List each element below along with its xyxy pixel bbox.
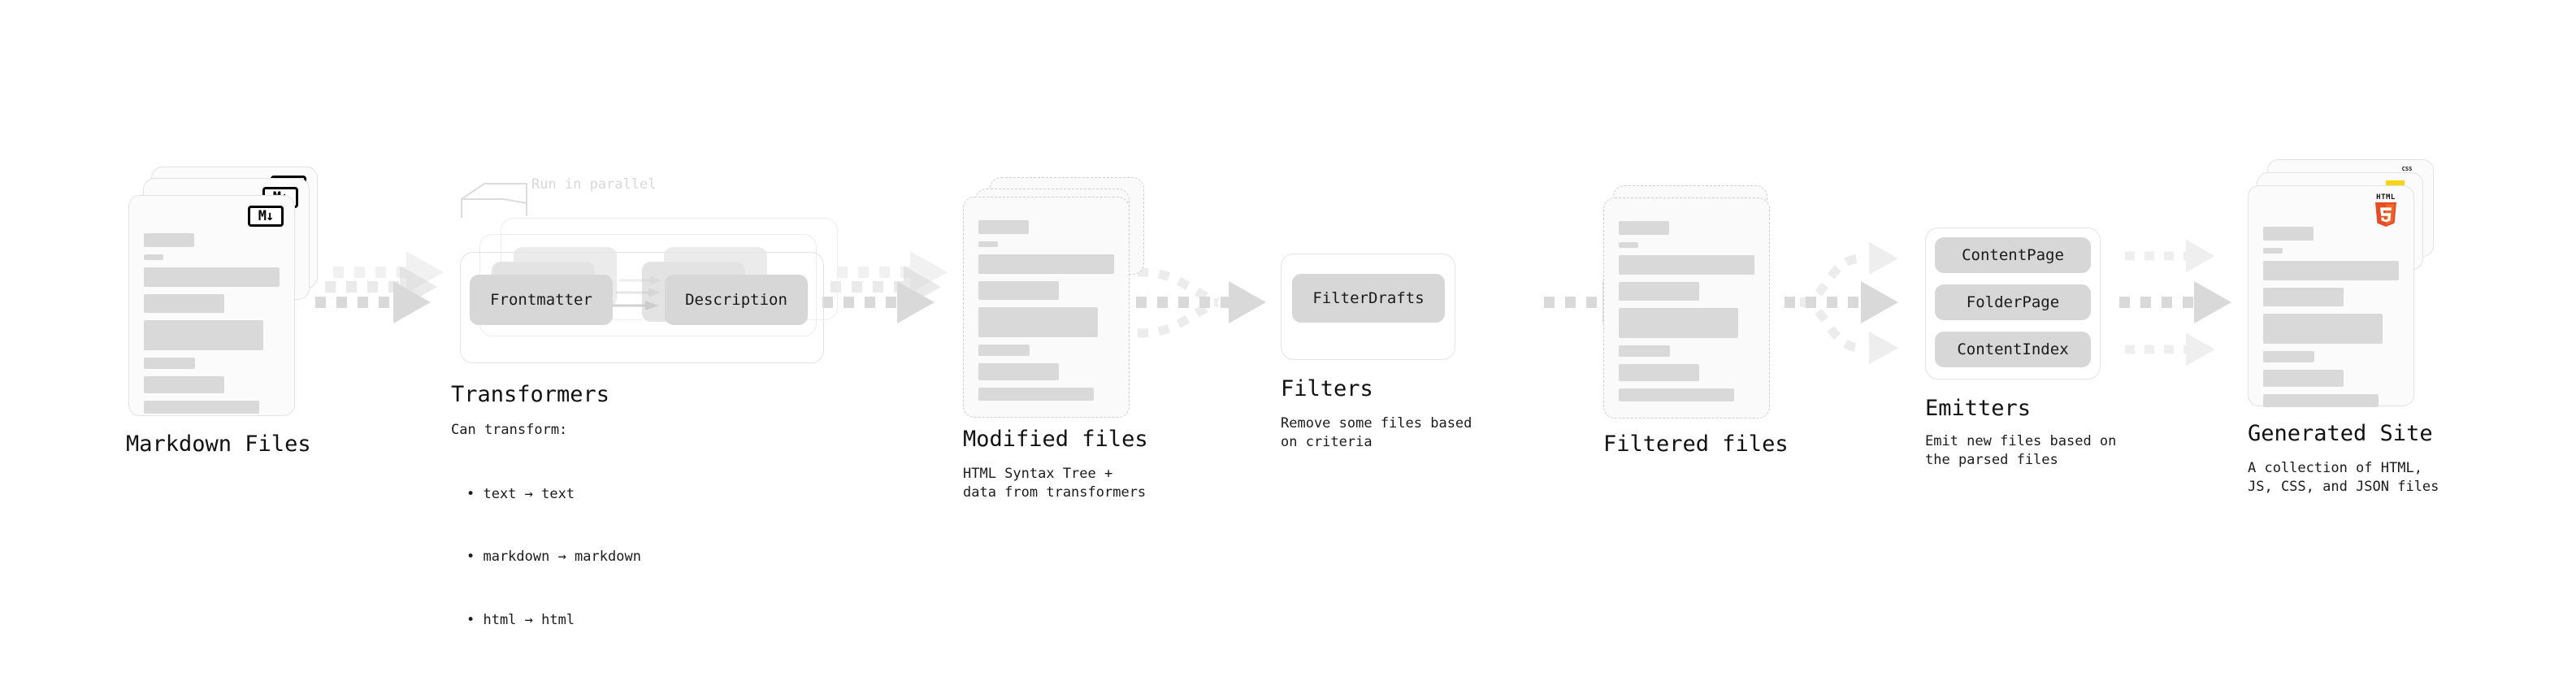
stage-title-transformers: Transformers — [451, 382, 610, 407]
stage-subtitle-generated-site: A collection of HTML, JS, CSS, and JSON … — [2248, 460, 2439, 496]
emitter-chip-folderpage[interactable]: FolderPage — [1935, 284, 2091, 320]
skeleton-bar — [2263, 227, 2314, 241]
modified-card-front — [963, 197, 1130, 418]
skeleton-bar — [1619, 255, 1754, 275]
skeleton-bar — [144, 254, 163, 260]
skeleton-bar — [1619, 282, 1699, 301]
skeleton-bars — [144, 233, 280, 421]
transformer-chip-description[interactable]: Description — [665, 275, 808, 325]
skeleton-bar — [1619, 345, 1671, 357]
arrow-filtered-to-emitters — [1785, 241, 1898, 365]
transformer-panel-front — [460, 252, 824, 363]
arrow-modified-to-filters — [1136, 267, 1266, 338]
css-badge-text: CSS — [2401, 166, 2413, 172]
html5-badge-text: HTML — [2376, 193, 2396, 202]
stage-title-emitters: Emitters — [1925, 396, 2032, 421]
stage-title-markdown-files: Markdown Files — [126, 432, 311, 457]
stage-subtitle-filters: Remove some files based on criteria — [1281, 415, 1472, 451]
skeleton-bar — [1619, 242, 1638, 248]
stage-title-generated-site: Generated Site — [2248, 421, 2433, 446]
skeleton-bar — [144, 401, 259, 414]
skeleton-bars — [2263, 227, 2399, 414]
markdown-card-front: M↓ — [128, 195, 295, 416]
skeleton-bar — [978, 254, 1114, 274]
stage-title-filters: Filters — [1281, 376, 1373, 401]
skeleton-bar — [2263, 351, 2315, 362]
skeleton-bar — [978, 345, 1030, 356]
html5-badge-icon: HTML — [2373, 194, 2399, 227]
transformer-chip-frontmatter[interactable]: Frontmatter — [470, 275, 613, 325]
skeleton-bar — [144, 267, 280, 287]
markdown-badge-icon: M↓ — [248, 206, 284, 227]
stage-subtitle-emitters: Emit new files based on the parsed files — [1925, 433, 2117, 469]
skeleton-bar — [2263, 394, 2379, 407]
skeleton-bar — [978, 388, 1094, 401]
skeleton-bar — [144, 358, 196, 369]
emitter-chip-contentindex[interactable]: ContentIndex — [1935, 332, 2091, 367]
emitter-chip-contentpage[interactable]: ContentPage — [1935, 237, 2091, 273]
transform-item-text: • text → text — [466, 485, 575, 502]
skeleton-bar — [144, 233, 194, 247]
skeleton-bar — [1619, 388, 1734, 401]
skeleton-bar — [144, 320, 263, 350]
skeleton-bar — [144, 294, 224, 313]
skeleton-bar — [1619, 308, 1738, 338]
skeleton-bar — [978, 241, 998, 247]
skeleton-bar — [978, 281, 1059, 300]
stage-title-filtered-files: Filtered files — [1603, 432, 1789, 457]
transformers-list-intro: Can transform: — [451, 422, 568, 438]
filter-chip-filterdrafts[interactable]: FilterDrafts — [1292, 274, 1445, 323]
transformers-list: • text → text • markdown → markdown • ht… — [466, 442, 641, 673]
site-card-front: HTML — [2248, 185, 2414, 407]
skeleton-bar — [1619, 364, 1699, 381]
markdown-badge-text: M↓ — [258, 207, 275, 224]
skeleton-bar — [978, 220, 1029, 234]
run-in-parallel-label: Run in parallel — [531, 176, 657, 193]
skeleton-bar — [2263, 314, 2383, 344]
stage-title-modified-files: Modified files — [963, 427, 1148, 452]
html5-shield-icon — [2375, 202, 2396, 227]
skeleton-bar — [2263, 370, 2344, 387]
filtered-card-front — [1603, 197, 1770, 419]
skeleton-bars — [978, 220, 1114, 408]
stage-subtitle-modified-files: HTML Syntax Tree + data from transformer… — [963, 466, 1147, 501]
skeleton-bar — [978, 307, 1098, 337]
skeleton-bar — [2263, 288, 2344, 306]
transform-item-markdown: • markdown → markdown — [466, 549, 641, 566]
transform-item-html: • html → html — [466, 611, 575, 628]
skeleton-bar — [2263, 248, 2283, 254]
arrow-markdown-to-transformers — [315, 251, 444, 323]
arrow-filters-to-filtered — [1544, 281, 1640, 323]
skeleton-bar — [2263, 261, 2399, 280]
skeleton-bar — [978, 363, 1059, 380]
skeleton-bar — [144, 376, 224, 393]
skeleton-bar — [1619, 221, 1669, 235]
skeleton-bars — [1619, 221, 1754, 409]
